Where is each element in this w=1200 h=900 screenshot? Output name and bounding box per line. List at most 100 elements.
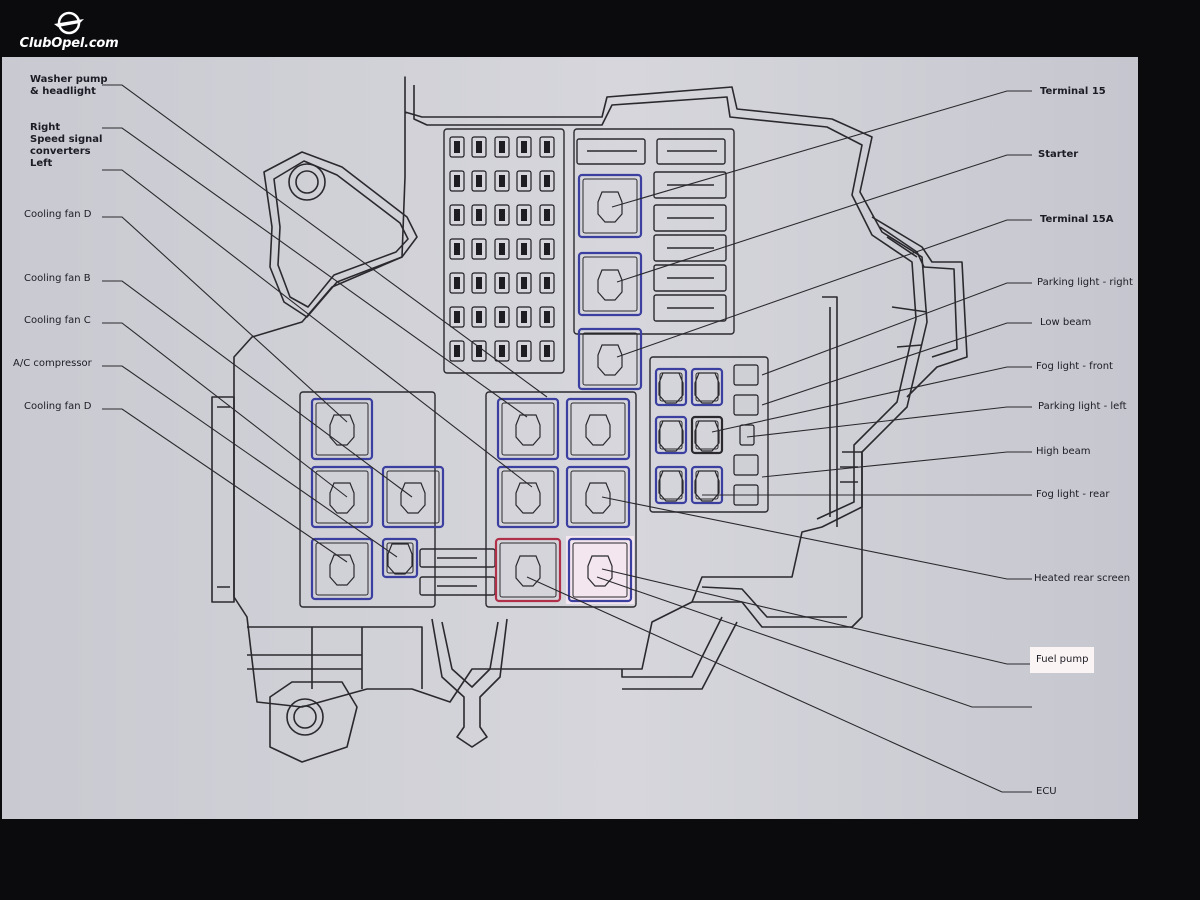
mini-fuse bbox=[539, 272, 555, 294]
bracket-bottom-left bbox=[269, 681, 358, 763]
mini-fuse bbox=[539, 306, 555, 328]
mini-fuse bbox=[539, 340, 555, 362]
relay bbox=[496, 465, 560, 529]
label-low-beam: Low beam bbox=[1040, 317, 1092, 328]
mini-fuse bbox=[449, 340, 465, 362]
label-cooling-fan-b: Cooling fan B bbox=[24, 273, 91, 284]
mini-fuse bbox=[494, 170, 510, 192]
mini-fuse bbox=[516, 306, 532, 328]
mount-hole-bottom bbox=[286, 698, 324, 736]
drain-chute bbox=[431, 618, 508, 748]
mini-fuse bbox=[449, 238, 465, 260]
relay bbox=[310, 465, 374, 529]
mini-fuse bbox=[516, 136, 532, 158]
label-washer-pump-headlight: Washer pump & headlight bbox=[30, 74, 108, 97]
label-heated-rear-screen: Heated rear screen bbox=[1034, 573, 1131, 584]
leader-line bbox=[761, 282, 1032, 376]
mini-fuse bbox=[539, 204, 555, 226]
relay bbox=[654, 367, 688, 407]
mini-fuse bbox=[471, 136, 487, 158]
clubopel-watermark: ClubOpel.com bbox=[14, 10, 124, 56]
relay bbox=[654, 415, 688, 455]
fuse-box-drawing bbox=[102, 76, 1032, 793]
mini-fuse bbox=[494, 340, 510, 362]
mini-fuse bbox=[471, 170, 487, 192]
leader-line bbox=[102, 365, 398, 558]
mini-fuse bbox=[539, 170, 555, 192]
bracket-top-left bbox=[263, 151, 418, 318]
label-parking-light-right: Parking light - right bbox=[1037, 277, 1133, 288]
mini-fuse-block bbox=[443, 128, 565, 374]
label-fog-light-rear: Fog light - rear bbox=[1036, 489, 1110, 500]
leader-line bbox=[102, 84, 548, 398]
leader-line bbox=[102, 169, 533, 488]
mini-fuse bbox=[494, 272, 510, 294]
mini-fuse bbox=[516, 340, 532, 362]
leader-line bbox=[711, 366, 1032, 433]
label-cooling-fan-d-top: Cooling fan D bbox=[24, 209, 92, 220]
mini-fuse bbox=[471, 238, 487, 260]
mini-fuse bbox=[471, 306, 487, 328]
mini-fuse bbox=[471, 272, 487, 294]
mini-fuse bbox=[516, 204, 532, 226]
label-fuel-pump: Fuel pump bbox=[1030, 647, 1095, 673]
side-connector bbox=[871, 216, 968, 398]
label-ecu: ECU bbox=[1036, 786, 1057, 797]
relay bbox=[565, 397, 631, 461]
leader-line bbox=[596, 576, 1032, 708]
leader-line bbox=[616, 219, 1032, 358]
mini-fuse bbox=[471, 340, 487, 362]
relay bbox=[565, 465, 631, 529]
relay bbox=[381, 537, 419, 579]
mini-fuse bbox=[449, 170, 465, 192]
relay bbox=[381, 465, 445, 529]
label-fog-light-front: Fog light - front bbox=[1036, 361, 1113, 372]
mini-fuse bbox=[449, 136, 465, 158]
label-terminal-15a: Terminal 15A bbox=[1040, 214, 1114, 225]
leader-line bbox=[761, 322, 1032, 406]
mini-fuse bbox=[449, 306, 465, 328]
mini-fuse bbox=[471, 204, 487, 226]
leader-line bbox=[601, 496, 1032, 580]
relay bbox=[654, 465, 688, 505]
label-speed-signal-converters: Right Speed signal converters Left bbox=[30, 122, 103, 169]
mount-hole-top bbox=[288, 163, 326, 201]
relay bbox=[566, 536, 634, 604]
label-cooling-fan-c: Cooling fan C bbox=[24, 315, 91, 326]
relay bbox=[496, 397, 560, 461]
mini-fuse bbox=[494, 238, 510, 260]
mini-fuse bbox=[516, 238, 532, 260]
relay-block-left bbox=[299, 391, 436, 608]
opel-logo-icon bbox=[54, 11, 84, 35]
housing-inner bbox=[413, 85, 917, 520]
mini-fuse bbox=[494, 136, 510, 158]
relay bbox=[690, 367, 724, 407]
mini-fuse bbox=[494, 306, 510, 328]
label-high-beam: High beam bbox=[1036, 446, 1091, 457]
leader-line bbox=[746, 406, 1032, 438]
leader-line bbox=[611, 90, 1032, 208]
mini-fuse bbox=[539, 238, 555, 260]
leader-line bbox=[102, 216, 348, 423]
leader-line bbox=[102, 322, 348, 498]
leader-line bbox=[761, 451, 1032, 478]
mini-fuse bbox=[516, 272, 532, 294]
relay bbox=[494, 537, 562, 603]
watermark-text: ClubOpel.com bbox=[19, 36, 119, 51]
leader-line bbox=[102, 408, 348, 563]
mini-fuse bbox=[539, 136, 555, 158]
label-cooling-fan-d-bottom: Cooling fan D bbox=[24, 401, 92, 412]
relay bbox=[577, 251, 643, 317]
relay bbox=[310, 397, 374, 461]
leader-line bbox=[102, 127, 528, 418]
mini-fuse bbox=[449, 204, 465, 226]
relay bbox=[690, 415, 724, 455]
mini-fuse bbox=[494, 204, 510, 226]
leader-line bbox=[526, 576, 1032, 793]
leader-line bbox=[102, 280, 413, 498]
relay-block-mid bbox=[485, 391, 637, 608]
relay bbox=[310, 537, 374, 601]
relay bbox=[577, 327, 643, 391]
mini-fuse bbox=[516, 170, 532, 192]
relay bbox=[690, 465, 724, 505]
